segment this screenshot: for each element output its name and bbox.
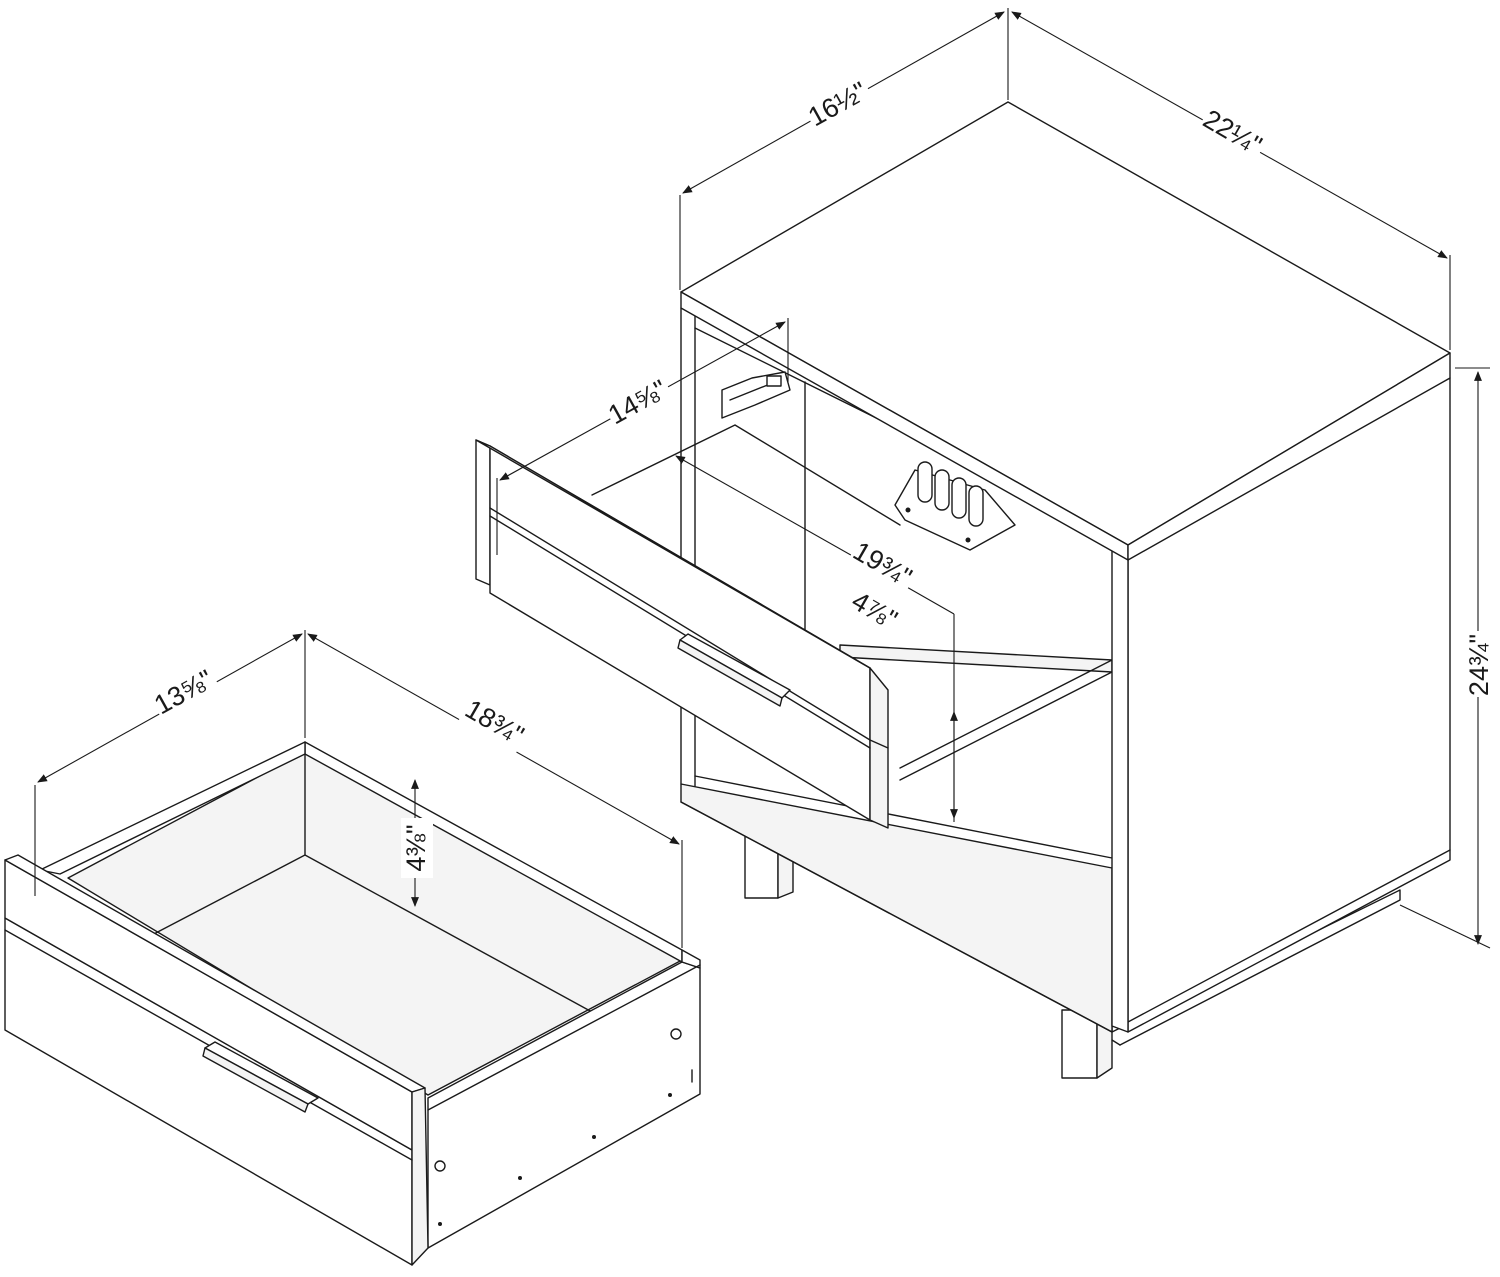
drawer-handle	[202, 1041, 319, 1113]
label-drawer-depth: 13⅝"	[149, 664, 218, 720]
removed-drawer	[4, 630, 701, 1266]
label-drawer-width: 18¾"	[460, 694, 529, 751]
label-drawer-height: 4⅜"	[401, 824, 431, 871]
label-drawer-opening-depth: 14⅝"	[603, 374, 672, 430]
cabinet-drawer	[475, 439, 889, 829]
label-cabinet-width: 22¼"	[1198, 104, 1267, 161]
label-cabinet-depth: 16½"	[803, 76, 872, 132]
cabinet-left-post	[680, 307, 696, 791]
cabinet-middle-shelf	[839, 644, 1113, 673]
cabinet-bottom-panel	[680, 783, 1113, 1033]
cabinet-drawer-front	[489, 445, 871, 821]
drawer-slide-bracket	[721, 371, 791, 419]
cabinet-front-edge	[1111, 544, 1129, 1033]
nightstand-cabinet	[475, 8, 1491, 1079]
label-cabinet-height: 24¾"	[1464, 634, 1494, 696]
cabinet-top-side-edge	[1127, 352, 1451, 561]
power-outlet-icon	[894, 461, 1016, 551]
